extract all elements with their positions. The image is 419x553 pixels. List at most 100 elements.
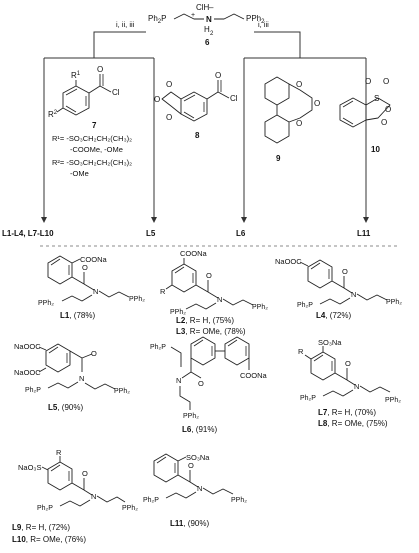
- svg-text:PPh₂: PPh₂: [170, 309, 186, 316]
- label-L6: L6, (91%): [182, 425, 217, 434]
- svg-text:NaOOC: NaOOC: [14, 368, 41, 377]
- svg-text:N: N: [91, 492, 96, 501]
- reactant-10-number: 10: [371, 145, 380, 154]
- svg-text:PPh₂: PPh₂: [183, 413, 199, 420]
- group-label-2: L5: [146, 229, 156, 238]
- svg-text:COONa: COONa: [240, 371, 268, 380]
- amine-h: H: [204, 25, 210, 34]
- label-L11: L11, (90%): [170, 519, 209, 528]
- reactant-7: O Cl R1 R2 7 R¹= -SO₃CH₂CH₂(CH₃)₂ -COOMe…: [48, 65, 132, 178]
- svg-text:SO₃Na: SO₃Na: [186, 453, 210, 462]
- conditions-left: i, ii, iii: [116, 20, 135, 29]
- svg-text:+: +: [191, 12, 195, 19]
- svg-text:O: O: [342, 267, 348, 276]
- svg-text:-OMe: -OMe: [70, 169, 89, 178]
- svg-text:O: O: [381, 118, 387, 127]
- product-L9-L10: NaO₃S R O N Ph₂P PPh₂ L9, R= H, (72%) L1…: [12, 448, 138, 544]
- svg-text:O: O: [314, 99, 320, 108]
- group-label-3: L6: [236, 229, 246, 238]
- svg-text:N: N: [197, 484, 202, 493]
- svg-text:Ph₂P: Ph₂P: [25, 387, 41, 394]
- svg-text:O: O: [154, 95, 160, 104]
- product-L7-L8: SO₃Na R O N Ph₂P PPh₂ L7, R= H, (70%) L8…: [298, 338, 401, 428]
- svg-text:R: R: [298, 347, 304, 356]
- svg-text:PPh₂: PPh₂: [122, 505, 138, 512]
- svg-text:PPh₂: PPh₂: [385, 397, 401, 404]
- svg-text:Cl: Cl: [230, 94, 238, 103]
- reactant-7-number: 7: [92, 121, 97, 130]
- svg-text:S: S: [374, 94, 379, 103]
- ph2p-left: Ph2P: [148, 14, 166, 25]
- svg-text:R: R: [56, 448, 62, 457]
- svg-text:Ph₂P: Ph₂P: [297, 302, 313, 309]
- svg-text:PPh₂: PPh₂: [252, 304, 268, 311]
- label-L3: L3, R= OMe, (78%): [176, 327, 246, 336]
- branch-lines: i, ii, iii i, iii: [93, 20, 301, 58]
- label-L8: L8, R= OMe, (75%): [318, 419, 388, 428]
- svg-text:O: O: [296, 119, 302, 128]
- svg-text:O: O: [198, 379, 204, 388]
- svg-text:N: N: [93, 287, 98, 296]
- svg-text:O: O: [91, 349, 97, 358]
- svg-text:R¹= -SO₃CH₂CH₂(CH₃)₂: R¹= -SO₃CH₂CH₂(CH₃)₂: [52, 134, 132, 143]
- amine-n: N: [206, 15, 212, 24]
- svg-text:O: O: [296, 80, 302, 89]
- hcl-label: ClH: [196, 3, 210, 12]
- label-L5: L5, (90%): [48, 403, 83, 412]
- product-L11: SO₃Na O N Ph₂P PPh₂ L11, (90%): [143, 453, 247, 528]
- reagent-6: ClH – + N H 2 Ph2P PPh2 6: [148, 3, 265, 47]
- svg-text:PPh₂: PPh₂: [231, 497, 247, 504]
- svg-text:Ph₂P: Ph₂P: [300, 395, 316, 402]
- svg-text:O: O: [82, 263, 88, 272]
- svg-text:Cl: Cl: [112, 88, 120, 97]
- svg-text:O: O: [385, 105, 391, 114]
- svg-text:NaOOC: NaOOC: [275, 257, 302, 266]
- svg-text:–: –: [209, 3, 214, 12]
- product-L5: NaOOC NaOOC O N Ph₂P PPh₂ L5, (90%): [14, 342, 130, 412]
- svg-text:COONa: COONa: [80, 255, 108, 264]
- svg-text:PPh₂: PPh₂: [129, 296, 145, 303]
- svg-text:O: O: [82, 469, 88, 478]
- svg-text:Ph₂P: Ph₂P: [37, 505, 53, 512]
- svg-text:N: N: [354, 382, 359, 391]
- svg-text:N: N: [351, 290, 356, 299]
- reactant-9: O O O 9: [264, 76, 320, 163]
- label-L2: L2, R= H, (75%): [176, 316, 234, 325]
- product-L6: Ph₂P O N PPh₂ COONa L6, (91%): [150, 336, 268, 434]
- svg-text:O: O: [383, 77, 389, 86]
- group-label-4: L11: [357, 229, 371, 238]
- reactant-10: S O O O O 10: [339, 77, 391, 154]
- svg-text:-COOMe, -OMe: -COOMe, -OMe: [70, 145, 123, 154]
- svg-text:R2: R2: [48, 110, 58, 119]
- svg-text:N: N: [176, 376, 181, 385]
- product-L4: NaOOC O N Ph₂P PPh₂ L4, (72%): [275, 257, 402, 320]
- reactant-8: O O O O Cl 8: [154, 71, 238, 140]
- reactant-8-number: 8: [195, 131, 200, 140]
- svg-text:R1: R1: [71, 71, 81, 80]
- pph2-right: PPh2: [246, 14, 265, 25]
- svg-text:O: O: [188, 461, 194, 470]
- svg-text:SO₃Na: SO₃Na: [318, 338, 342, 347]
- svg-text:O: O: [97, 65, 103, 74]
- label-L10: L10, R= OMe, (76%): [12, 535, 86, 544]
- group-label-1: L1-L4, L7-L10: [2, 229, 54, 238]
- svg-text:Ph₂P: Ph₂P: [150, 344, 166, 351]
- svg-text:N: N: [217, 295, 222, 304]
- svg-text:N: N: [79, 374, 84, 383]
- label-L9: L9, R= H, (72%): [12, 523, 70, 532]
- reactant-9-number: 9: [276, 154, 281, 163]
- svg-text:NaO₃S: NaO₃S: [18, 463, 41, 472]
- svg-text:COONa: COONa: [180, 249, 208, 258]
- svg-text:NaOOC: NaOOC: [14, 342, 41, 351]
- svg-text:PPh₂: PPh₂: [38, 300, 54, 307]
- svg-text:R²= -SO₃CH₂CH₂(CH₃)₂: R²= -SO₃CH₂CH₂(CH₃)₂: [52, 158, 132, 167]
- svg-text:O: O: [365, 77, 371, 86]
- svg-text:2: 2: [210, 31, 214, 37]
- product-L2-L3: COONa R O N PPh₂ PPh₂ L2, R= H, (75%) L3…: [160, 249, 268, 336]
- label-L7: L7, R= H, (70%): [318, 408, 376, 417]
- label-L1: L1, (78%): [60, 311, 95, 320]
- conditions-right: i, iii: [258, 20, 269, 29]
- svg-text:O: O: [206, 271, 212, 280]
- svg-text:Ph₂P: Ph₂P: [143, 497, 159, 504]
